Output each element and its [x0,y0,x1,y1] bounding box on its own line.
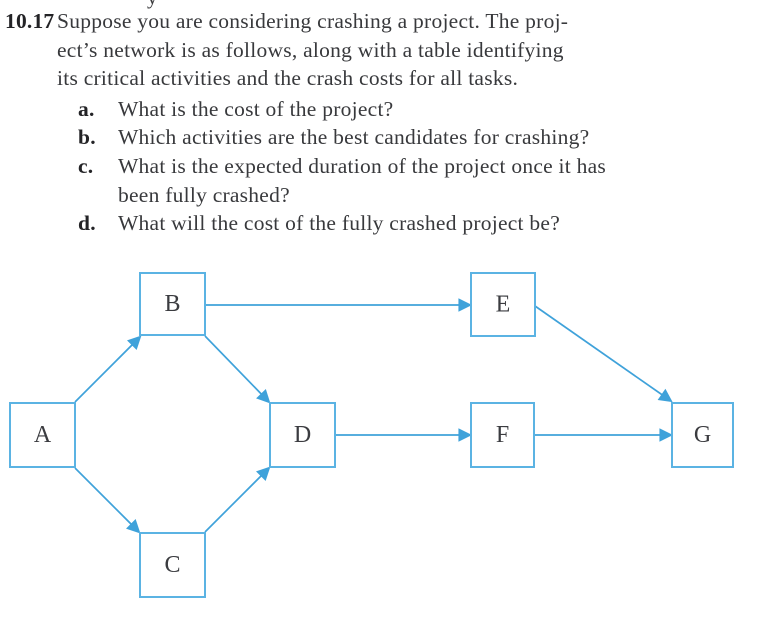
part-a-label: a. [78,96,95,121]
part-a: a. What is the cost of the project? [78,95,784,124]
statement-line-2: ect’s network is as follows, along with … [57,37,564,62]
node-A: A [9,402,76,468]
node-box-E [470,272,536,337]
problem-10-17: 10.17 Suppose you are considering crashi… [0,7,784,238]
edge-C-D [204,466,271,533]
node-label-B: B [164,291,180,317]
part-b-text: Which activities are the best candidates… [118,123,589,152]
node-label-D: D [294,422,311,448]
edge-B-D [204,335,271,404]
question-parts-list: a. What is the cost of the project? b. W… [78,95,784,238]
statement-line-1: Suppose you are considering crashing a p… [57,9,569,33]
problem-text-block: 10.17 Suppose you are considering crashi… [0,7,784,238]
node-C: C [139,532,206,598]
previous-line-fragment: y [147,0,158,10]
part-c: c. What is the expected duration of the … [78,152,784,209]
edge-E-G [534,305,673,403]
part-d-label: d. [78,211,96,236]
part-c-line-1: What is the expected duration of the pro… [118,153,607,178]
part-d-line-1: What will the cost of the fully crashed … [118,211,560,236]
node-D: D [269,402,336,468]
node-B: B [139,272,206,336]
part-b: b. Which activities are the best candida… [78,123,784,152]
part-c-text: What is the expected duration of the pro… [118,152,606,209]
node-label-A: A [34,422,52,448]
node-box-B [139,272,206,336]
edge-A-C [74,467,141,534]
node-E: E [470,272,536,337]
edge-A-B [74,335,142,403]
node-G: G [671,402,734,468]
problem-number: 10.17 [5,9,55,33]
node-label-C: C [164,552,180,578]
problem-statement: Suppose you are considering crashing a p… [57,7,784,93]
node-box-A [9,402,76,468]
part-c-line-2: been fully crashed? [118,182,290,207]
part-b-line-1: Which activities are the best candidates… [118,125,590,150]
node-box-F [470,402,535,468]
node-label-G: G [694,422,711,448]
node-box-C [139,532,206,598]
node-label-F: F [496,422,509,448]
node-label-E: E [496,292,511,318]
part-d: d. What will the cost of the fully crash… [78,209,784,238]
part-c-label: c. [78,153,94,178]
statement-line-3: its critical activities and the crash co… [57,66,519,91]
part-a-line-1: What is the cost of the project? [118,96,394,121]
part-a-text: What is the cost of the project? [118,95,393,124]
node-box-G [671,402,734,468]
node-F: F [470,402,535,468]
node-box-D [269,402,336,468]
part-b-label: b. [78,125,96,150]
part-d-text: What will the cost of the fully crashed … [118,209,560,238]
